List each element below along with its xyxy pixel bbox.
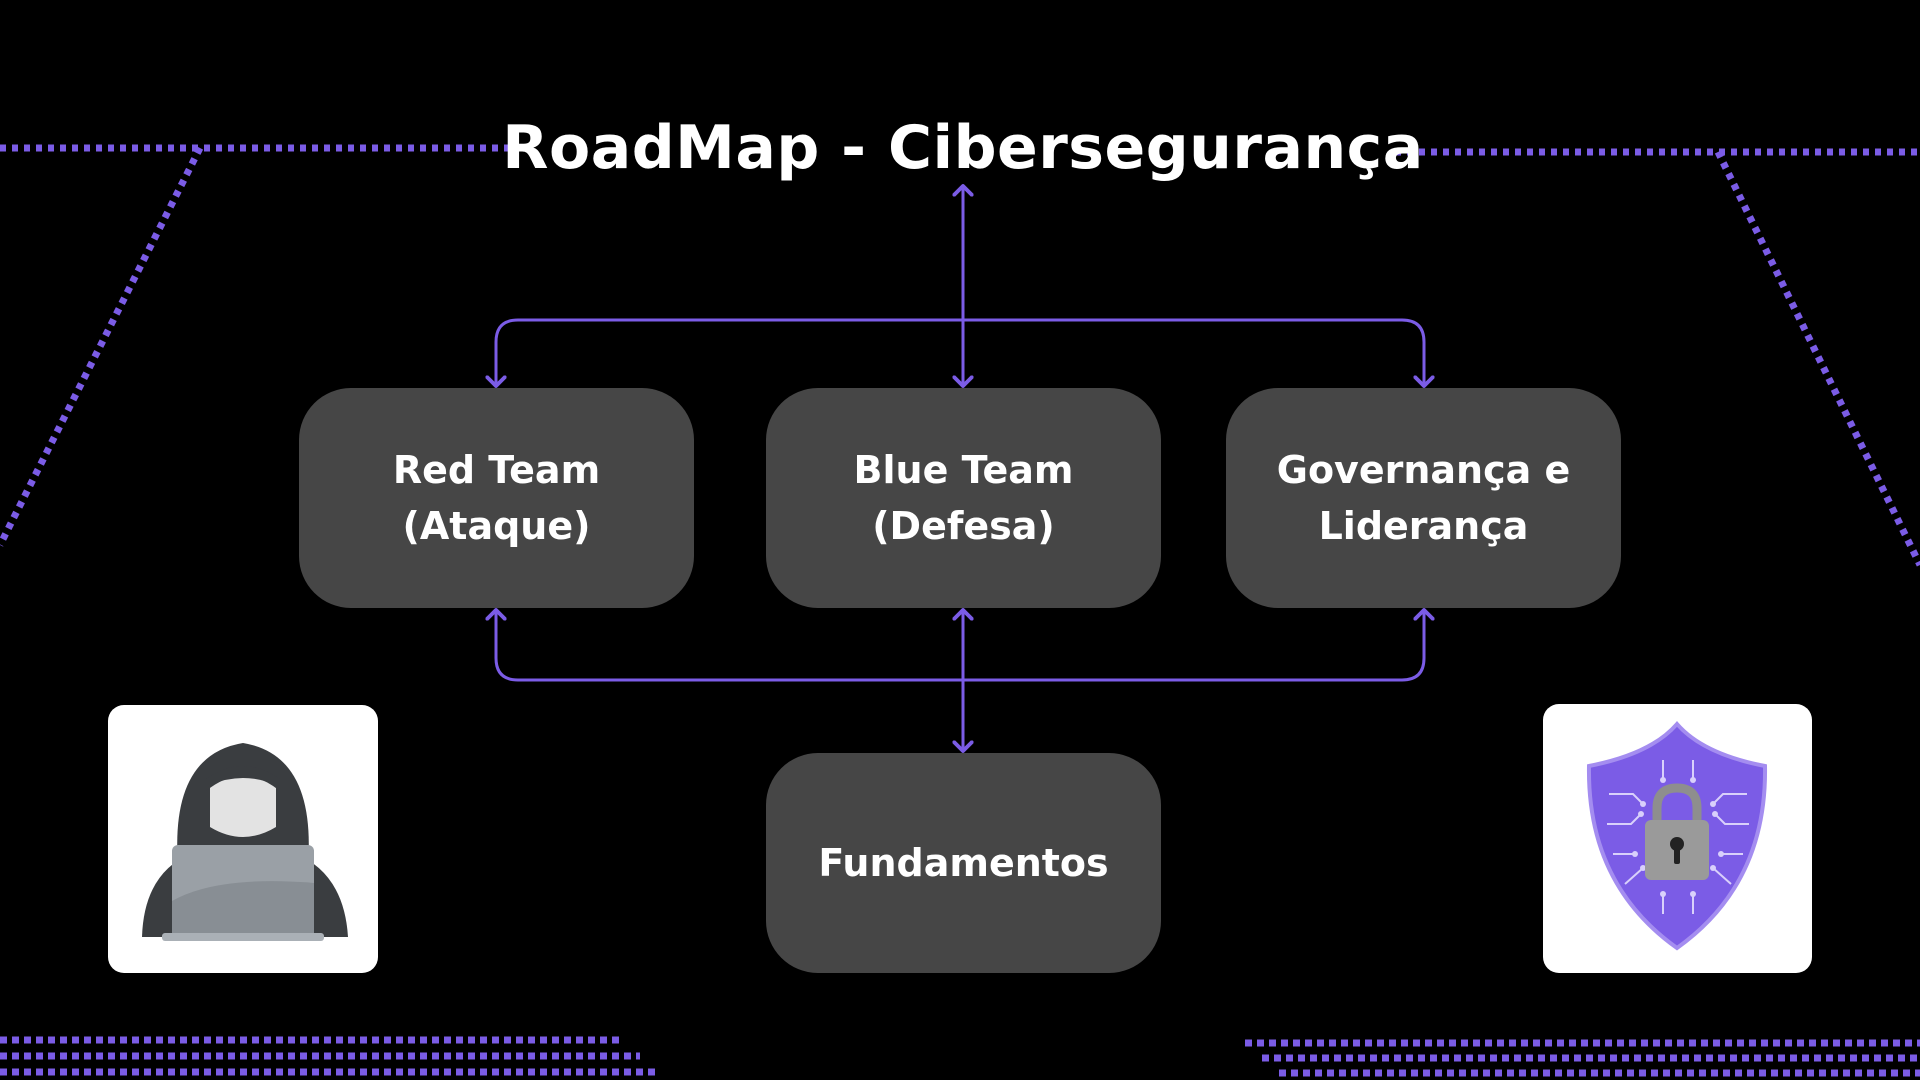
page-title: RoadMap - Cibersegurança xyxy=(502,113,1424,183)
dotted-frame-right xyxy=(1395,148,1920,567)
node-red-team-line2: (Ataque) xyxy=(402,504,591,548)
node-fundamentals-label: Fundamentos xyxy=(818,841,1109,885)
node-blue-team-line2: (Defesa) xyxy=(872,504,1055,548)
node-governance[interactable]: Governança e Liderança xyxy=(1226,388,1621,608)
node-governance-line1: Governança e xyxy=(1276,448,1571,492)
node-red-team-line1: Red Team xyxy=(392,448,601,492)
node-governance-line2: Liderança xyxy=(1318,504,1529,548)
hacker-card xyxy=(108,705,378,973)
shield-card xyxy=(1543,704,1812,973)
node-red-team[interactable]: Red Team (Ataque) xyxy=(299,388,694,608)
hacker-icon xyxy=(142,743,348,941)
node-blue-team[interactable]: Blue Team (Defesa) xyxy=(766,388,1161,608)
dotted-frame-left xyxy=(0,144,532,547)
connectors xyxy=(496,186,1424,751)
node-fundamentals[interactable]: Fundamentos xyxy=(766,753,1161,973)
dot-grid-bottom-right xyxy=(1245,1039,1920,1077)
dot-grid-bottom-left xyxy=(0,1036,656,1076)
node-blue-team-line1: Blue Team xyxy=(853,448,1074,492)
shield-lock-icon xyxy=(1586,720,1768,951)
